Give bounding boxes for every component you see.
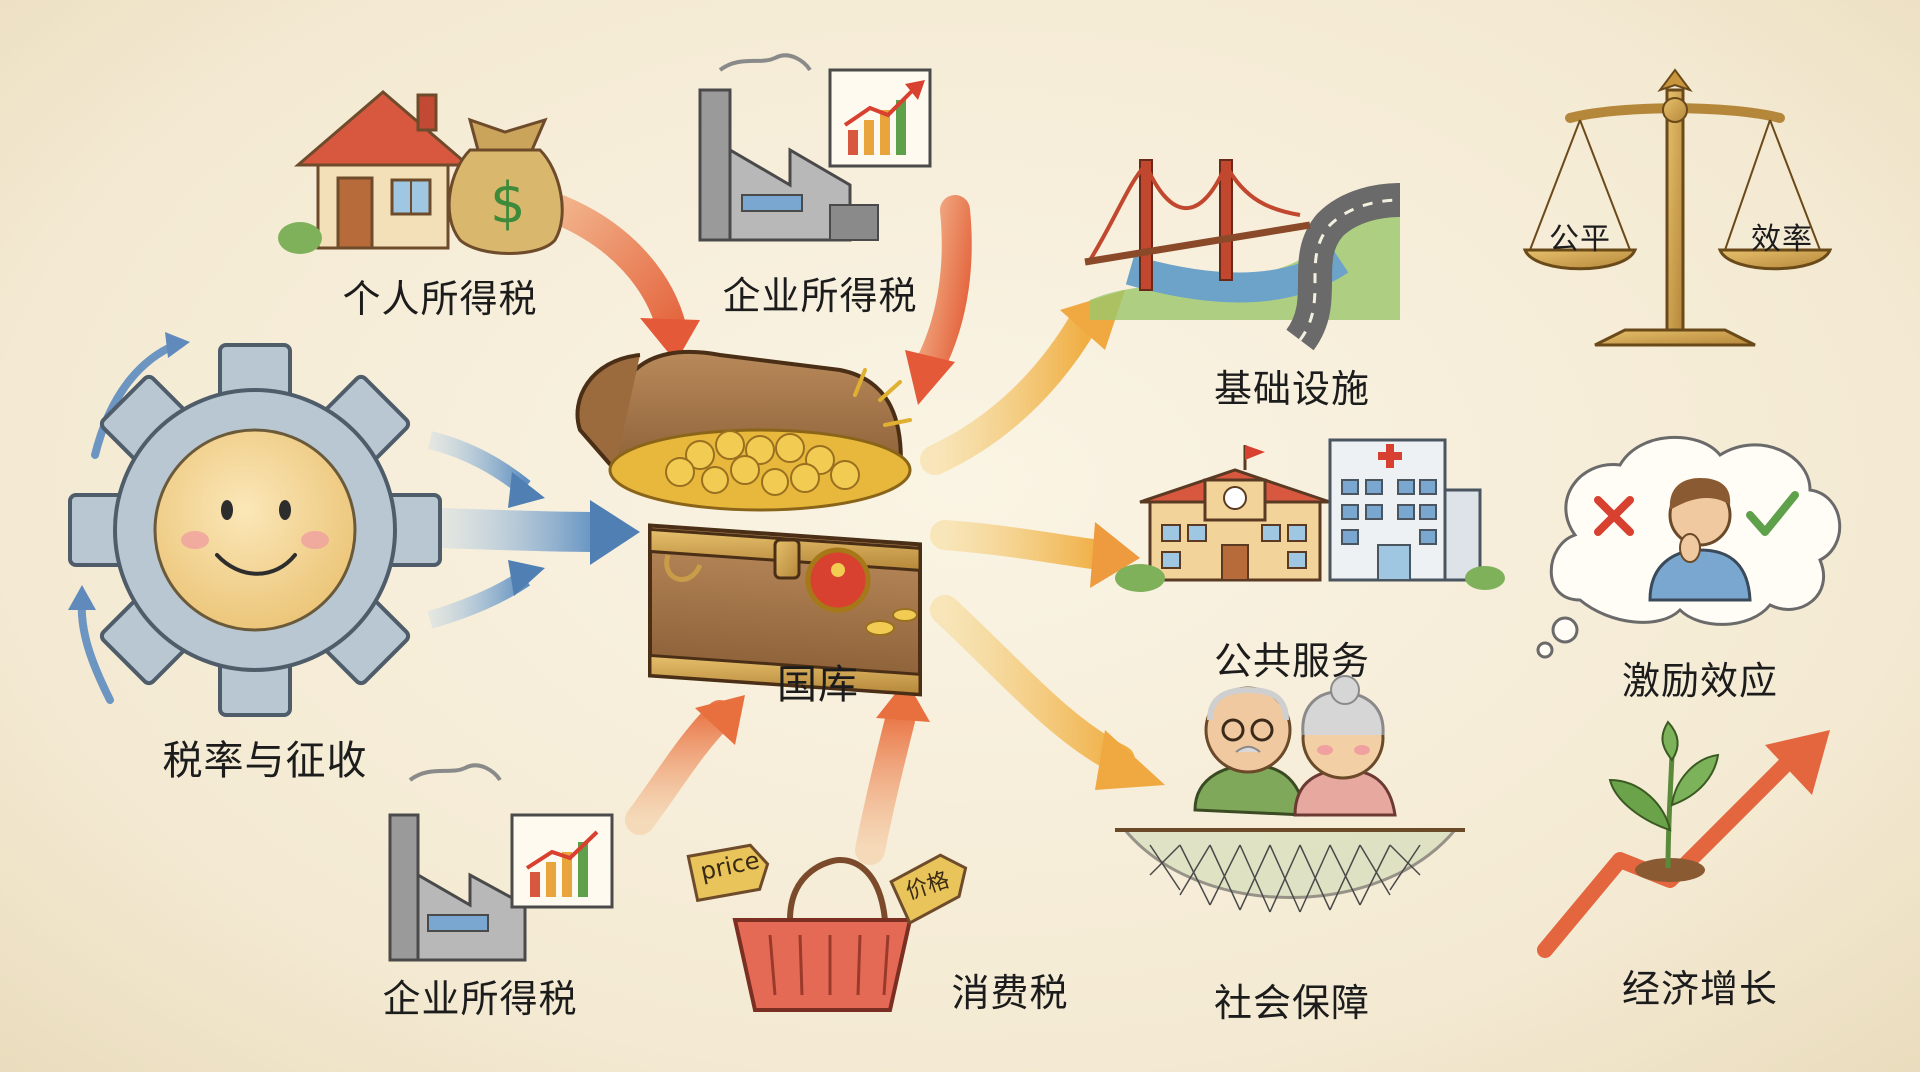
school-icon — [1139, 445, 1331, 582]
arrow-corp-top-to-treasury — [915, 195, 972, 380]
arrow-consumption-to-treasury — [855, 705, 915, 865]
growth-arrow-icon — [1537, 730, 1830, 958]
bridge-road-icon — [1084, 159, 1401, 351]
arrow-corp-bottom-to-treasury — [625, 700, 735, 835]
label-economic-growth: 经济增长 — [1621, 967, 1779, 1011]
rising-chart-icon-bottom — [510, 813, 614, 909]
label-personal-income-tax: 个人所得税 — [342, 277, 538, 321]
arrowhead — [876, 680, 930, 722]
label-fairness: 公平 — [1549, 222, 1611, 257]
label-incentive-effect: 激励效应 — [1621, 659, 1779, 703]
treasure-chest-icon — [575, 349, 922, 697]
arrowhead — [1095, 730, 1165, 790]
arrowhead — [508, 560, 545, 596]
house-icon — [278, 90, 473, 254]
money-bag-icon: $ — [447, 117, 564, 255]
factory-icon-bottom — [388, 763, 527, 962]
hospital-icon — [1115, 438, 1505, 592]
arrow-gear-main — [439, 508, 601, 552]
thinking-person-icon — [1648, 478, 1752, 602]
arrow-gear-cycle-bottom — [77, 596, 114, 704]
gear-icon — [68, 343, 442, 717]
cross-mark-icon — [1594, 496, 1634, 536]
label-infrastructure: 基础设施 — [1213, 367, 1371, 411]
arrow-to-social-security — [930, 595, 1135, 775]
sprout-icon — [1608, 720, 1720, 882]
label-consumption-tax: 消费税 — [951, 971, 1069, 1015]
arrowhead — [695, 695, 745, 745]
arrow-gear-upper — [427, 431, 531, 496]
balance-scale-icon — [1522, 68, 1833, 347]
arrowhead — [1090, 522, 1140, 588]
label-corporate-income-tax-bottom: 企业所得税 — [382, 977, 578, 1021]
safety-net-icon — [1115, 828, 1465, 913]
arrowhead — [590, 500, 640, 565]
arrow-to-public-services — [930, 520, 1115, 570]
arrow-gear-lower — [427, 570, 531, 629]
arrow-personal-to-treasury — [545, 195, 687, 345]
rising-chart-icon-top — [828, 68, 932, 168]
label-efficiency: 效率 — [1751, 222, 1813, 257]
arrowhead — [905, 350, 955, 405]
label-public-services: 公共服务 — [1213, 639, 1371, 683]
label-corporate-income-tax-top: 企业所得税 — [722, 274, 918, 318]
shopping-basket-icon — [732, 856, 913, 1012]
arrow-gear-cycle-top — [91, 341, 179, 459]
dollar-sign: $ — [490, 171, 526, 236]
arrowhead — [640, 318, 700, 362]
price-tag-icon-chinese — [889, 853, 968, 926]
check-mark-icon — [1746, 491, 1799, 536]
arrow-to-infrastructure — [920, 305, 1100, 475]
factory-icon-top — [698, 53, 879, 242]
price-tag-icon-english — [686, 843, 770, 903]
label-treasury: 国库 — [777, 662, 859, 708]
national-emblem-icon — [805, 547, 871, 613]
arrowhead — [508, 472, 545, 508]
smiling-sun-face — [153, 428, 357, 632]
label-tax-rate-collection: 税率与征收 — [162, 738, 368, 784]
elderly-couple-icon — [1193, 675, 1397, 817]
label-social-security: 社会保障 — [1213, 981, 1371, 1025]
